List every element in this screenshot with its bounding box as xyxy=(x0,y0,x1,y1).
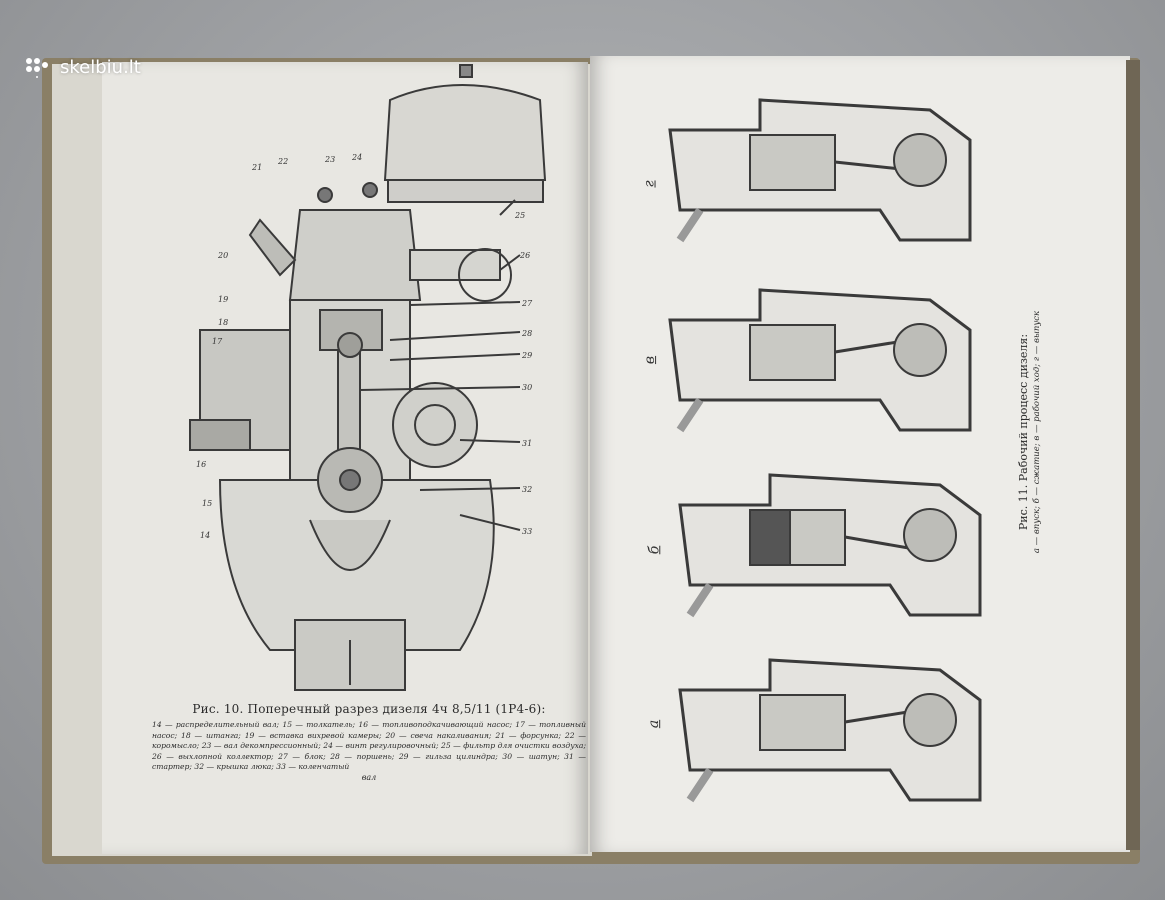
stroke-letter-g: г xyxy=(641,180,658,188)
figure-10-caption: Рис. 10. Поперечный разрез дизеля 4ч 8,5… xyxy=(152,702,586,782)
callout-14: 14 xyxy=(200,531,210,540)
callout-23: 23 xyxy=(324,155,335,164)
callout-29: 29 xyxy=(521,351,532,360)
stroke-diagram-b xyxy=(678,473,982,618)
watermark: skelbiu.lt xyxy=(24,56,141,78)
watermark-text: skelbiu.lt xyxy=(60,56,141,78)
stroke-diagram-v xyxy=(668,288,972,433)
figure-11-title: Рис. 11. Рабочий процесс дизеля: xyxy=(1017,333,1030,531)
callout-31: 31 xyxy=(522,439,532,448)
figure-11-caption: Рис. 11. Рабочий процесс дизеля: а — впу… xyxy=(1017,302,1042,562)
callout-27: 27 xyxy=(521,299,533,308)
callout-21: 21 xyxy=(251,163,262,172)
stroke-letter-v: в xyxy=(642,355,659,365)
right-page-edge xyxy=(1126,60,1140,850)
callout-16: 16 xyxy=(196,460,206,469)
stroke-letter-b: б xyxy=(646,545,663,555)
figure-11-legend: а — впуск; б — сжатие; в — рабочий ход; … xyxy=(1032,310,1042,554)
diesel-working-cycle-figure xyxy=(668,98,982,803)
callout-15: 15 xyxy=(202,499,212,508)
watermark-logo-icon xyxy=(26,58,48,78)
callout-33: 33 xyxy=(522,527,532,536)
figure-10-title: Рис. 10. Поперечный разрез дизеля 4ч 8,5… xyxy=(192,702,546,716)
stroke-diagram-a xyxy=(678,658,982,803)
callout-20: 20 xyxy=(217,251,228,260)
callout-26: 26 xyxy=(519,251,530,260)
figure-10-legend: 14 — распределительный вал; 15 — толкате… xyxy=(152,720,586,772)
callout-18: 18 xyxy=(218,318,228,327)
callout-24: 24 xyxy=(351,153,362,162)
engine-cross-section-figure: 21 22 23 24 25 26 27 28 29 30 31 32 33 2… xyxy=(189,64,547,691)
callout-17: 17 xyxy=(212,337,223,346)
callout-25: 25 xyxy=(514,211,525,220)
stroke-letter-a: а xyxy=(646,719,663,729)
figure-10-legend-end: вал xyxy=(361,772,377,782)
callout-32: 32 xyxy=(522,485,532,494)
callout-22: 22 xyxy=(277,157,288,166)
callout-19: 19 xyxy=(218,295,228,304)
callout-28: 28 xyxy=(521,329,532,338)
callout-30: 30 xyxy=(522,383,532,392)
stroke-diagram-g xyxy=(668,98,972,243)
